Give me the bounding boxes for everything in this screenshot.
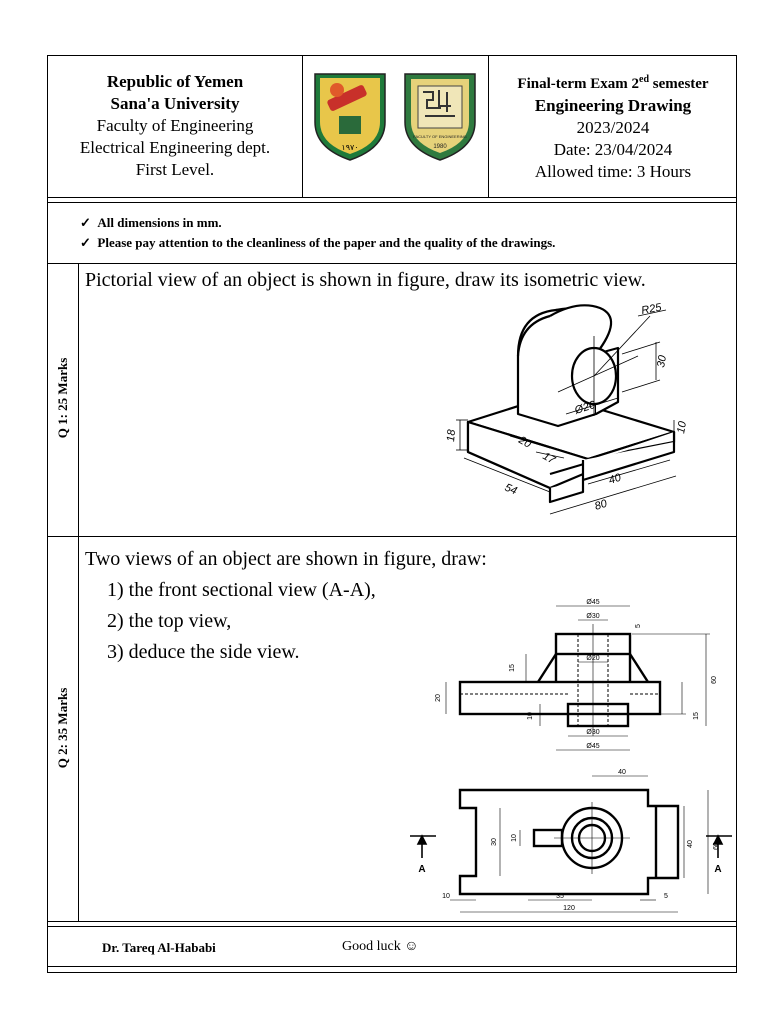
department-name: Electrical Engineering dept. xyxy=(79,138,271,157)
dim-40-vertical: 40 xyxy=(687,840,694,848)
dim-40: 40 xyxy=(607,471,623,486)
divider xyxy=(47,921,737,922)
exam-date: Date: 23/04/2024 xyxy=(553,140,673,159)
allowed-time: Allowed time: 3 Hours xyxy=(534,162,692,181)
q2-marks-label: Q 2: 35 Marks xyxy=(55,687,70,769)
instruction-item: ✓ Please pay attention to the cleanlines… xyxy=(80,233,555,253)
exam-title: Final-term Exam 2ed semester xyxy=(490,69,736,95)
exam-title-sup: ed xyxy=(639,74,650,85)
dim-5: 5 xyxy=(635,624,642,628)
dim-15: 15 xyxy=(509,664,516,672)
dim-60: 60 xyxy=(711,676,718,684)
divider xyxy=(47,926,737,927)
dim-10-bottom: 10 xyxy=(442,893,450,900)
dim-r25: R25 xyxy=(640,301,663,316)
good-luck-text: Good luck ☺ xyxy=(342,939,419,954)
dim-phi30-bottom: Ø30 xyxy=(586,729,599,736)
country-name: Republic of Yemen xyxy=(106,72,244,91)
university-logo: ١٩٧٠ xyxy=(314,73,386,161)
university-name: Sana'a University xyxy=(110,94,240,113)
dim-10: 10 xyxy=(527,712,534,720)
divider xyxy=(488,55,489,198)
header-left: Republic of Yemen Sana'a University Facu… xyxy=(49,71,301,181)
q1-pictorial-figure: R25 30 Ø26 18 20 17 10 40 54 80 xyxy=(445,301,689,515)
dim-18: 18 xyxy=(445,428,458,442)
university-logo-year: ١٩٧٠ xyxy=(341,143,358,152)
check-icon: ✓ xyxy=(80,215,98,230)
academic-year: 2023/2024 xyxy=(576,118,650,137)
divider xyxy=(47,536,737,537)
header-right: Final-term Exam 2ed semester Engineering… xyxy=(490,69,736,183)
q1-marks-label: Q 1: 25 Marks xyxy=(55,357,70,439)
section-a-right-label: A xyxy=(714,864,721,875)
dim-30: 30 xyxy=(491,838,498,846)
instruction-text: All dimensions in mm. xyxy=(97,215,222,230)
dim-40: 40 xyxy=(618,769,626,776)
dim-20: 20 xyxy=(435,694,442,702)
dim-10: 10 xyxy=(675,420,689,435)
author-name: Dr. Tareq Al-Hababi xyxy=(102,940,216,955)
dim-80: 80 xyxy=(593,497,609,512)
exam-title-suffix: semester xyxy=(649,76,709,92)
level: First Level. xyxy=(135,160,215,179)
check-icon: ✓ xyxy=(80,235,98,250)
q1-text: Pictorial view of an object is shown in … xyxy=(85,269,646,291)
dim-30: 30 xyxy=(655,354,669,369)
dim-phi45-bottom: Ø45 xyxy=(586,743,599,750)
divider xyxy=(47,202,737,203)
q2-top-view: 40 30 10 40 60 10 35 5 120 A A xyxy=(410,769,732,913)
instructions: ✓ All dimensions in mm. ✓ Please pay att… xyxy=(80,213,555,253)
dim-phi45-top: Ø45 xyxy=(586,599,599,606)
q2-front-view: Ø45 Ø30 Ø20 Ø30 Ø45 5 15 20 10 60 15 xyxy=(435,599,718,751)
faculty-name: Faculty of Engineering xyxy=(96,116,254,135)
course-name: Engineering Drawing xyxy=(534,96,692,115)
divider xyxy=(302,55,303,198)
instruction-item: ✓ All dimensions in mm. xyxy=(80,213,555,233)
logos: ١٩٧٠ FACULTY OF ENGINEERING 1980 xyxy=(314,73,476,161)
dim-60: 60 xyxy=(713,842,720,850)
q2-text-block: Two views of an object are shown in figu… xyxy=(85,544,487,668)
dim-phi20: Ø20 xyxy=(586,655,599,662)
dim-10: 10 xyxy=(511,834,518,842)
q2-intro: Two views of an object are shown in figu… xyxy=(85,548,487,570)
divider xyxy=(47,966,737,967)
dim-54: 54 xyxy=(503,482,519,498)
q2-item: 3) deduce the side view. xyxy=(107,641,300,663)
faculty-logo-year: 1980 xyxy=(433,144,447,150)
dim-15-right: 15 xyxy=(693,712,700,720)
divider xyxy=(47,263,737,264)
dim-phi30-top: Ø30 xyxy=(586,613,599,620)
instruction-text: Please pay attention to the cleanliness … xyxy=(97,235,556,250)
exam-frame xyxy=(47,55,737,973)
q2-item: 1) the front sectional view (A-A), xyxy=(107,579,376,601)
dim-5: 5 xyxy=(664,893,668,900)
divider xyxy=(78,263,79,921)
exam-title-prefix: Final-term Exam 2 xyxy=(517,76,640,92)
faculty-logo-text: FACULTY OF ENGINEERING xyxy=(413,134,466,139)
dim-120: 120 xyxy=(563,905,575,912)
dim-35: 35 xyxy=(556,893,564,900)
section-a-left-label: A xyxy=(418,864,425,875)
divider xyxy=(47,197,737,198)
faculty-logo: FACULTY OF ENGINEERING 1980 xyxy=(404,73,476,161)
q2-item: 2) the top view, xyxy=(107,610,232,632)
